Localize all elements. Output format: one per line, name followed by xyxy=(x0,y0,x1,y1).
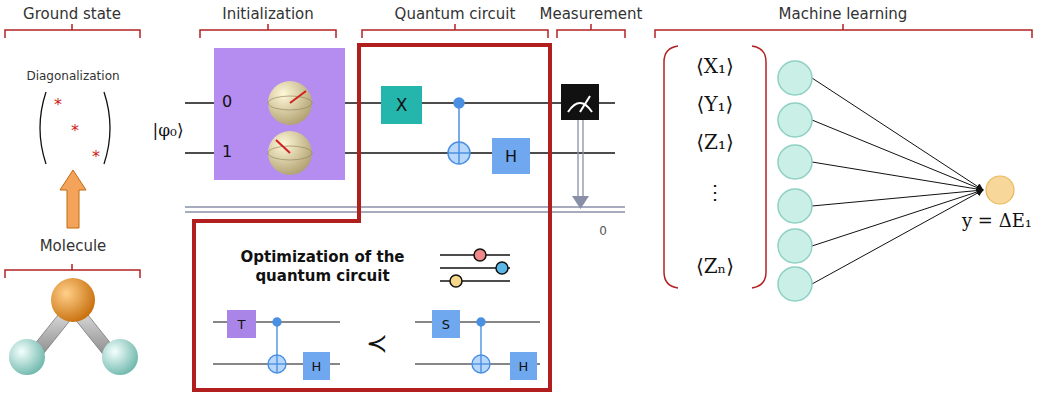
cnot xyxy=(448,98,470,164)
qubit-index: 1 xyxy=(222,142,232,161)
qubit-wire xyxy=(213,322,540,364)
gate-box: S xyxy=(432,310,460,338)
gate-box: X xyxy=(381,86,422,124)
neural-network xyxy=(778,61,1014,301)
expectation-value: ⟨Zₙ⟩ xyxy=(696,254,734,278)
gate-label: H xyxy=(510,352,537,380)
gate-label: T xyxy=(227,310,256,338)
matrix-entry: * xyxy=(71,121,79,140)
classical-wire xyxy=(185,207,625,212)
gate-box: T xyxy=(227,310,256,338)
slider-icon xyxy=(440,249,510,287)
expectation-value: ⟨Z₁⟩ xyxy=(696,130,734,154)
up-arrow xyxy=(60,170,86,228)
bracket xyxy=(5,24,1032,278)
gate-box: H xyxy=(510,352,537,380)
section-title: Machine learning xyxy=(779,5,908,23)
state-label: |φ₀⟩ xyxy=(152,120,183,140)
molecule xyxy=(9,278,138,375)
matrix-entry: * xyxy=(54,95,62,114)
gate-box: H xyxy=(492,138,530,174)
gate-label: X xyxy=(381,86,422,124)
order-symbol: ≺ xyxy=(366,328,388,358)
gate-label: H xyxy=(303,352,330,380)
section-title: Initialization xyxy=(222,5,313,23)
initialization-box: 01 xyxy=(214,48,345,180)
qubit-index: 0 xyxy=(222,92,232,111)
expectation-value: ⟨X₁⟩ xyxy=(696,54,734,78)
bloch-sphere xyxy=(214,48,345,180)
method-label: Diagonalization xyxy=(26,69,119,83)
section-title: Measurement xyxy=(540,5,643,23)
ellipsis: ⋮ xyxy=(705,180,725,204)
section-title: Quantum circuit xyxy=(395,5,516,23)
expectation-value: ⟨Y₁⟩ xyxy=(697,92,734,116)
vector-bracket xyxy=(664,46,766,288)
measurement-gate xyxy=(561,84,599,209)
gate-label: H xyxy=(492,138,530,174)
part-label: Molecule xyxy=(40,237,107,255)
region-title: Optimization of the quantum circuit xyxy=(220,248,425,286)
matrix-entry: * xyxy=(92,147,100,166)
output-label: y = ΔE₁ xyxy=(962,210,1032,231)
bit-index: 0 xyxy=(599,224,607,238)
section-title: Ground state xyxy=(23,5,121,23)
gate-label: S xyxy=(432,310,460,338)
gate-box: H xyxy=(303,352,330,380)
